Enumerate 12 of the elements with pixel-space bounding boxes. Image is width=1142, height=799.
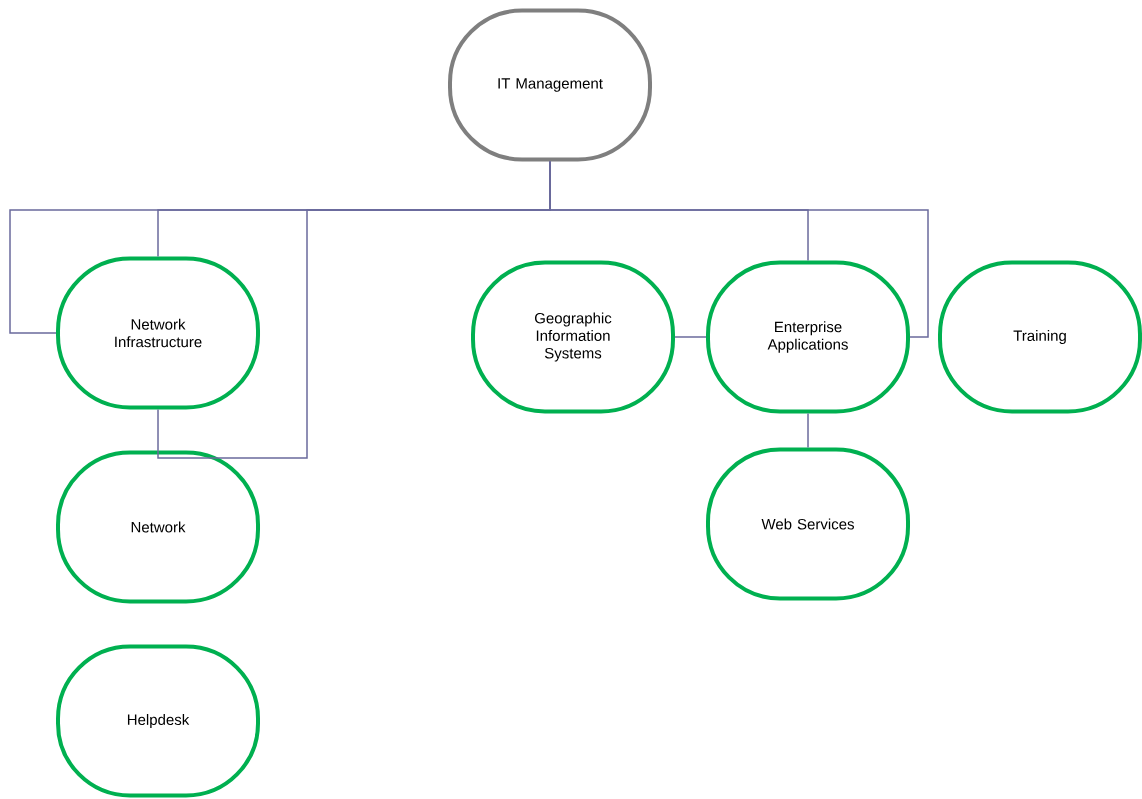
rounded-box: Training xyxy=(938,260,1142,414)
connector-line xyxy=(157,408,159,452)
rounded-box: Geographic Information Systems xyxy=(471,260,675,414)
rounded-box: IT Management xyxy=(448,8,652,162)
rounded-box: Web Services xyxy=(706,447,910,601)
rounded-box: Network Infrastructure xyxy=(56,256,260,410)
rounded-box: Enterprise Applications xyxy=(706,260,910,414)
rounded-box: Network xyxy=(56,450,260,604)
connector-line xyxy=(674,336,707,338)
connector-line xyxy=(549,160,929,338)
connector-line xyxy=(807,412,809,449)
rounded-box: Helpdesk xyxy=(56,644,260,798)
